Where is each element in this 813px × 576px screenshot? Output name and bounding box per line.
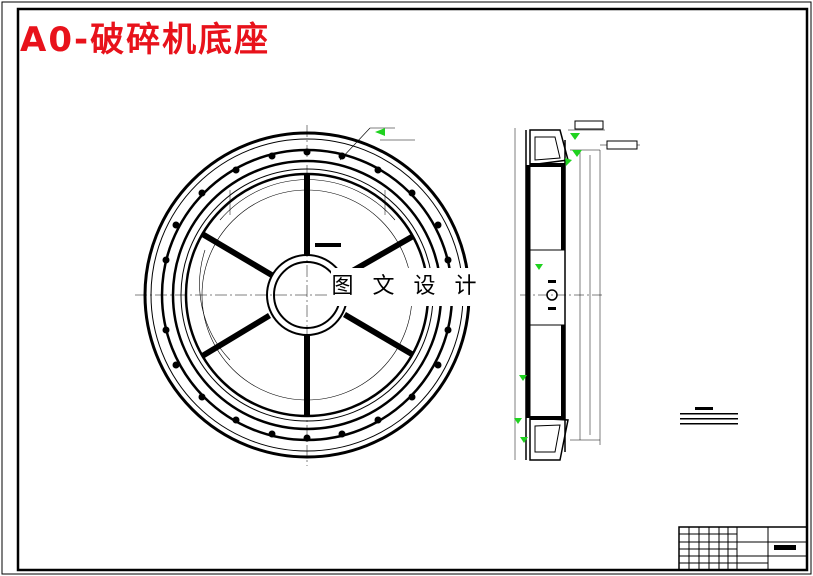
plan-bolt-holes xyxy=(162,148,452,442)
technical-notes xyxy=(680,407,738,425)
plan-spokes xyxy=(200,175,414,415)
plan-roughness-marks xyxy=(375,128,385,136)
section-roughness-marks xyxy=(514,133,582,443)
watermark-text: 图 文 设 计 xyxy=(331,268,483,306)
section-fills xyxy=(526,163,565,420)
plan-callouts xyxy=(315,127,415,247)
drawing-title: A0-破碎机底座 xyxy=(20,20,271,60)
title-block xyxy=(678,526,808,571)
section-view xyxy=(514,128,640,461)
section-callouts xyxy=(574,120,638,150)
inner-border xyxy=(16,7,809,572)
